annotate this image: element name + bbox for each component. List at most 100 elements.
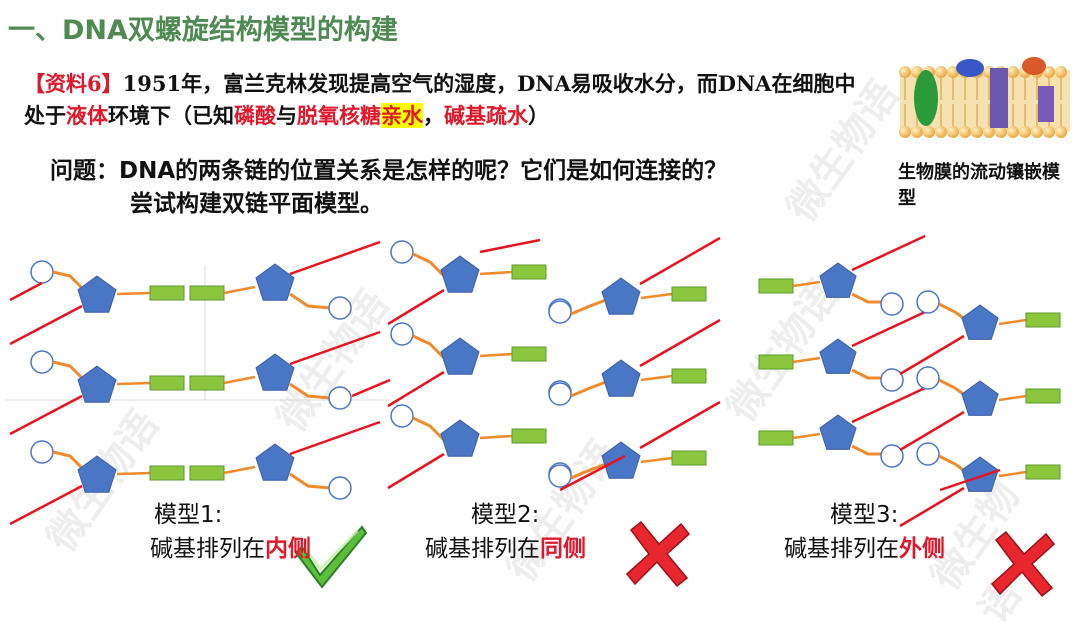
sugar-pentagon [256, 444, 294, 480]
model-3-emphasis: 外侧 [899, 536, 945, 562]
base-rect [672, 451, 706, 465]
backbone-line [852, 388, 925, 422]
sugar-pentagon [602, 360, 640, 396]
phosphate-circle [881, 293, 903, 315]
base-rect [512, 265, 546, 279]
model-2-label: 模型2: 碱基排列在同侧 [425, 498, 586, 566]
backbone-line [852, 236, 925, 270]
base-rect [1026, 389, 1060, 403]
base-rect [190, 286, 224, 300]
sugar-pentagon [820, 339, 856, 373]
sugar-pentagon [820, 263, 856, 297]
phosphate-circle [31, 441, 53, 463]
model-3-prefix: 碱基排列在 [784, 536, 899, 562]
sugar-pentagon [256, 264, 294, 300]
sugar-base-link [793, 434, 820, 438]
phosphate-circle [917, 367, 939, 389]
lipid-head [935, 66, 947, 78]
lipid-head [911, 126, 923, 138]
sugar-pentagon [962, 381, 998, 415]
model-1-name: 模型1: [150, 498, 311, 532]
sugar-base-link [117, 383, 150, 384]
model-2-desc: 碱基排列在同侧 [425, 532, 586, 566]
backbone-line [290, 242, 380, 274]
sugar-base-link [641, 376, 672, 380]
base-rect [150, 286, 184, 300]
sugar-pentagon [602, 278, 640, 314]
sugar-pentagon [78, 456, 116, 492]
lipid-head [1031, 126, 1043, 138]
model-1-diagram [10, 242, 390, 524]
cross-icon [992, 532, 1054, 596]
base-rect [1026, 313, 1060, 327]
lipid-head [1019, 126, 1031, 138]
sugar-pentagon [78, 276, 116, 312]
phosphate-circle [391, 323, 413, 345]
base-rect [759, 279, 793, 293]
phosphate-circle [881, 369, 903, 391]
backbone-line [10, 306, 82, 344]
sugar-base-link [224, 287, 255, 293]
backbone-line [640, 402, 720, 448]
phosphate-sugar-link [852, 294, 882, 302]
backbone-line [10, 396, 82, 434]
phosphate-circle [917, 443, 939, 465]
lipid-head [1055, 126, 1067, 138]
model-3-diagram [759, 236, 1060, 526]
sugar-base-link [793, 358, 820, 362]
model-2-name: 模型2: [425, 498, 586, 532]
backbone-line [388, 454, 444, 488]
phosphate-circle [391, 405, 413, 427]
sugar-pentagon [962, 457, 998, 491]
phosphate-circle [31, 261, 53, 283]
phosphate-circle [549, 465, 571, 487]
base-rect [512, 429, 546, 443]
sugar-base-link [117, 473, 150, 474]
lipid-head [899, 66, 911, 78]
phosphate-circle [549, 383, 571, 405]
phosphate-circle [391, 241, 413, 263]
backbone-line [388, 290, 444, 324]
base-rect [759, 431, 793, 445]
lipid-head [959, 126, 971, 138]
sugar-pentagon [602, 442, 640, 478]
membrane-protein [1022, 57, 1046, 75]
sugar-pentagon [441, 256, 479, 292]
model-1-desc: 碱基排列在内侧 [150, 532, 311, 566]
lipid-head [971, 126, 983, 138]
lipid-head [1007, 66, 1019, 78]
backbone-line [388, 372, 444, 406]
sugar-base-link [641, 294, 672, 298]
model-2-prefix: 碱基排列在 [425, 536, 540, 562]
membrane-protein [914, 70, 938, 126]
sugar-base-link [999, 320, 1026, 324]
sugar-base-link [224, 467, 255, 473]
sugar-base-link [999, 396, 1026, 400]
model-3-name: 模型3: [784, 498, 945, 532]
backbone-line [10, 283, 42, 300]
membrane-protein [990, 68, 1008, 128]
phosphate-circle [329, 297, 351, 319]
sugar-base-link [224, 377, 255, 383]
phosphate-sugar-link [571, 382, 606, 396]
model-1-label: 模型1: 碱基排列在内侧 [150, 498, 311, 566]
model-2-emphasis: 同侧 [540, 536, 586, 562]
sugar-pentagon [441, 420, 479, 456]
phosphate-circle [549, 301, 571, 323]
sugar-base-link [117, 293, 150, 294]
lipid-head [899, 126, 911, 138]
phosphate-sugar-link [413, 254, 444, 276]
sugar-base-link [480, 436, 512, 438]
phosphate-sugar-link [852, 370, 882, 378]
phosphate-sugar-link [413, 418, 444, 440]
base-rect [512, 347, 546, 361]
phosphate-sugar-link [290, 384, 330, 398]
base-rect [150, 376, 184, 390]
model-1-prefix: 碱基排列在 [150, 536, 265, 562]
sugar-pentagon [78, 366, 116, 402]
phosphate-circle [329, 477, 351, 499]
lipid-head [923, 126, 935, 138]
backbone-line [852, 312, 925, 346]
backbone-line [352, 380, 390, 396]
phosphate-sugar-link [290, 474, 330, 488]
